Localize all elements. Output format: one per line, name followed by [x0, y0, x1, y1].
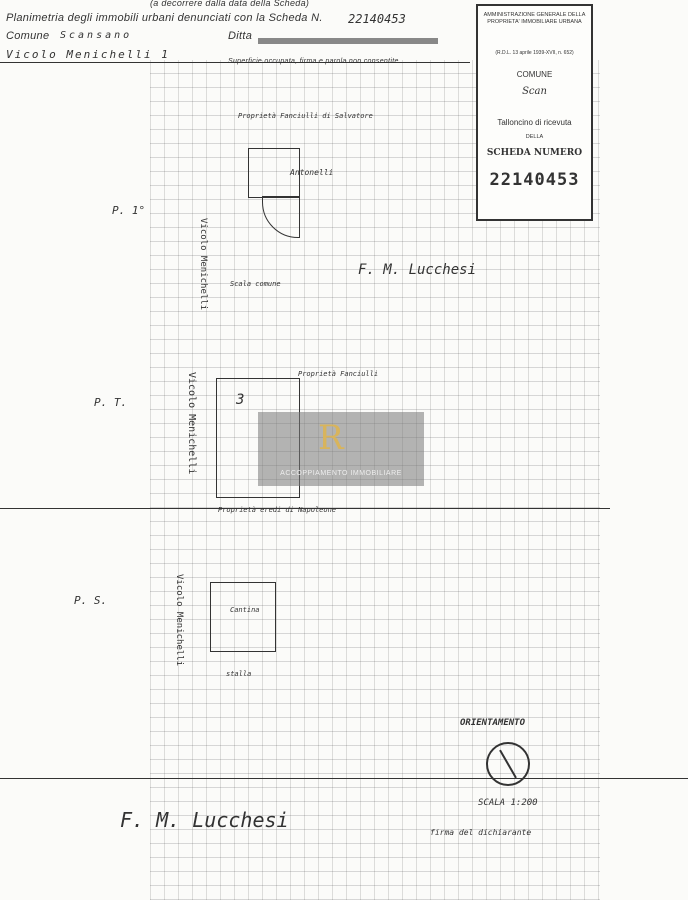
stamp-comune-value: Scan	[522, 86, 547, 97]
separator-1	[0, 508, 610, 509]
header-comune-value: Scansano	[60, 30, 133, 41]
label-scala: SCALA 1:200	[478, 798, 538, 808]
label-scala-comune: Scala comune	[230, 280, 281, 288]
signature-top: F. M. Lucchesi	[358, 262, 477, 278]
label-antonelli: Antonelli	[290, 168, 334, 177]
header-ditta-label: Ditta	[228, 30, 253, 42]
plan-floor-1-room	[248, 148, 300, 198]
stamp-receipt-label: Talloncino di ricevuta	[497, 118, 572, 127]
header-comune-label: Comune	[6, 30, 50, 42]
watermark-mark: R	[318, 418, 344, 458]
separator-2	[0, 778, 688, 779]
label-cantina: Cantina	[230, 606, 260, 614]
label-floor-t: P. T.	[94, 396, 128, 409]
stamp-della: DELLA	[525, 134, 544, 140]
header-subnote: Superficie occupata, firma e parola non …	[228, 58, 399, 65]
label-top-owner: Proprietà Fanciulli di Salvatore	[238, 112, 373, 120]
watermark-logo: R ACCOPPIAMENTO IMMOBILIARE	[258, 412, 424, 486]
header-ditta-redacted	[258, 38, 438, 44]
label-floor-s: P. S.	[74, 594, 108, 607]
stamp-law-ref: (R.D.L. 13 aprile 1939-XVII, n. 652)	[495, 50, 574, 56]
signature-bottom: F. M. Lucchesi	[120, 808, 289, 832]
header-top-note: (a decorrere dalla data della Scheda)	[150, 0, 310, 8]
label-stalla: stalla	[226, 670, 252, 678]
header-scheda-number: 22140453	[348, 12, 406, 26]
receipt-stamp: AMMINISTRAZIONE GENERALE DELLA PROPRIETA…	[476, 4, 593, 221]
stamp-office: AMMINISTRAZIONE GENERALE DELLA PROPRIETA…	[483, 12, 586, 25]
header-rule	[0, 62, 470, 63]
header-via-value: Vicolo Menichelli 1	[6, 48, 170, 61]
label-orientamento: ORIENTAMENTO	[460, 718, 526, 728]
watermark-text: ACCOPPIAMENTO IMMOBILIARE	[280, 470, 402, 477]
label-room-3: 3	[236, 392, 245, 408]
stamp-scheda-label: SCHEDA NUMERO	[486, 148, 583, 158]
label-owner-t: Proprietà Fanciulli	[298, 370, 379, 378]
label-street-s: Vicolo Menichelli	[174, 574, 184, 667]
signature-note: firma del dichiarante	[430, 828, 532, 837]
label-street-t: Vicolo Menichelli	[186, 372, 197, 475]
stamp-scheda-number: 22140453	[489, 170, 580, 190]
label-street-1: Vicolo Menichelli	[198, 218, 208, 311]
header-title: Planimetria degli immobili urbani denunc…	[6, 12, 323, 24]
plan-floor-s-room	[210, 582, 276, 652]
label-proprieta-dip: Proprietà eredi di Napoleone	[218, 506, 337, 514]
stamp-comune-label: COMUNE	[516, 70, 553, 79]
label-floor-1: P. 1°	[112, 204, 146, 217]
north-arrow-icon	[486, 742, 530, 786]
